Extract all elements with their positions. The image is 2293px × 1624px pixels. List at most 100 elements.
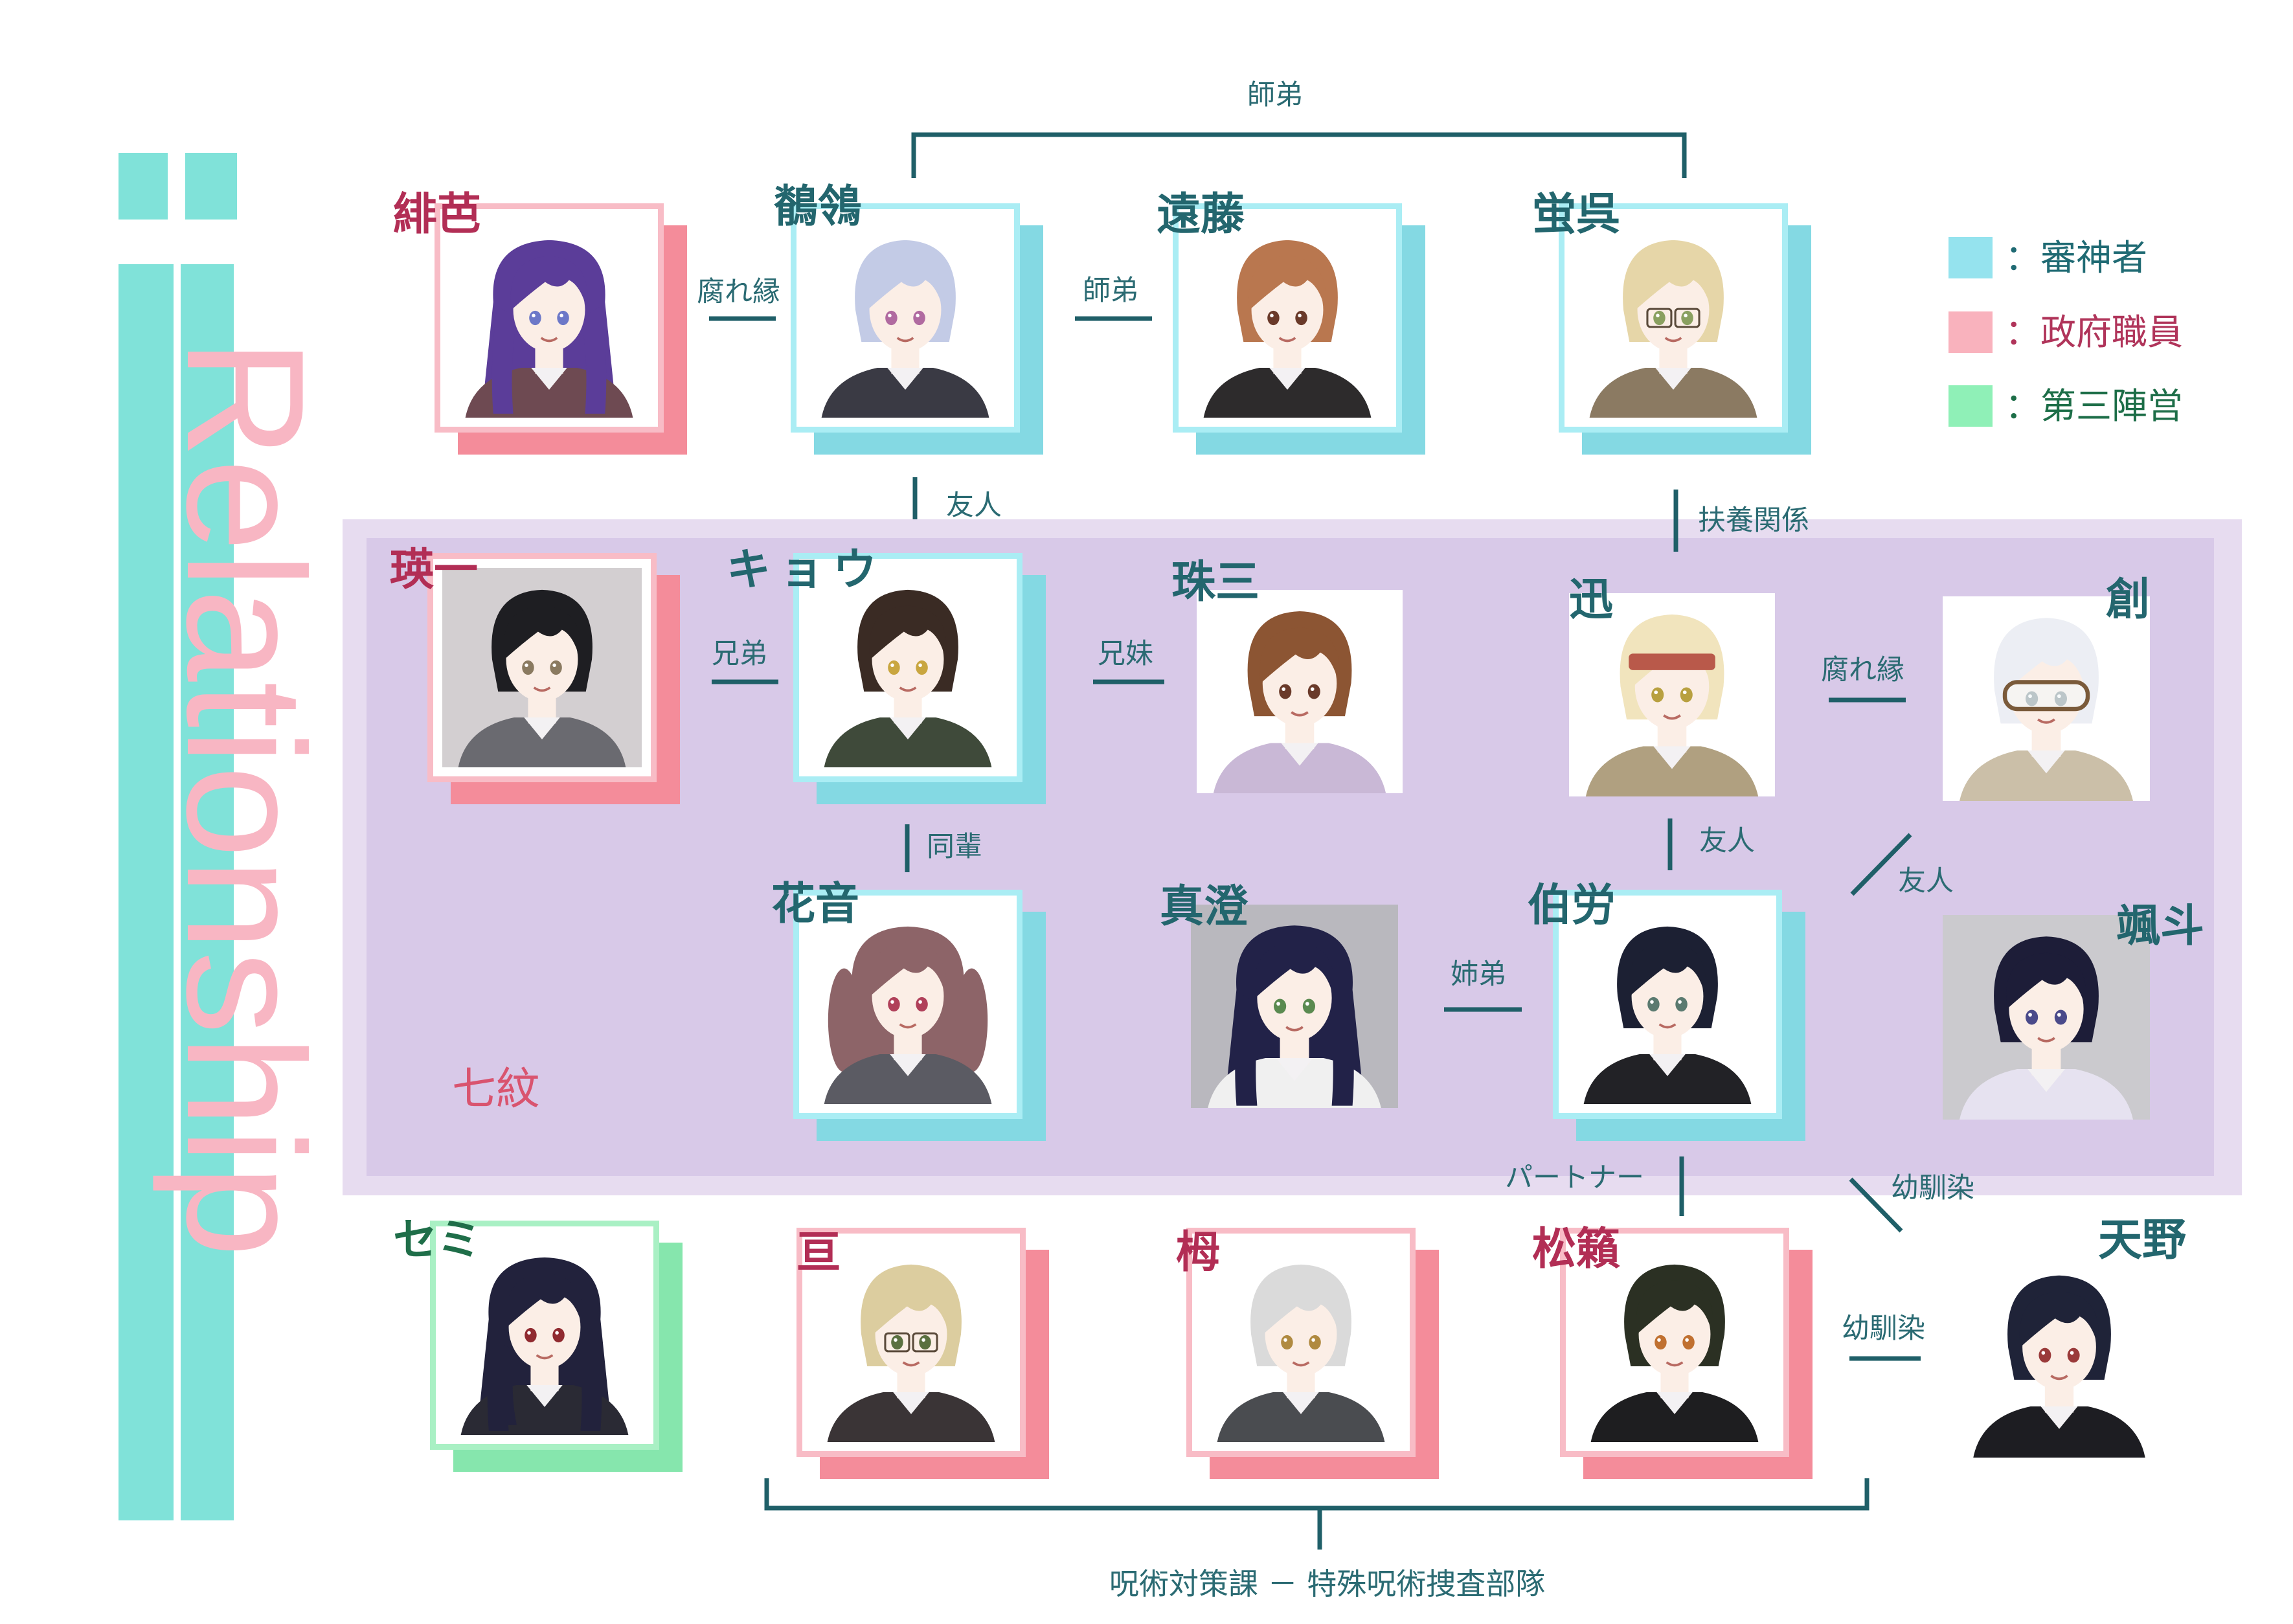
avatar-svg	[808, 568, 1008, 767]
eye-highlight-right	[1682, 690, 1687, 695]
eye-left	[888, 997, 900, 1012]
name-hotarugure: 蛍呉	[1532, 189, 1621, 240]
collar	[1281, 743, 1318, 766]
eye-right	[1295, 310, 1307, 326]
card-frame	[793, 553, 1022, 782]
portrait-sou	[1943, 596, 2150, 801]
twin-tail-left	[828, 968, 861, 1072]
avatar-svg	[808, 905, 1008, 1104]
portrait-amano	[1958, 1253, 2161, 1458]
eye-right	[913, 310, 925, 326]
hair-fringe	[503, 605, 581, 660]
headband	[1629, 653, 1715, 670]
card-eiichi	[427, 553, 680, 804]
name-sekirei: 鶺鴒	[774, 181, 863, 232]
eye-highlight-right	[552, 663, 556, 668]
card-frame	[1559, 203, 1788, 433]
hair-fringe	[2019, 1292, 2099, 1348]
relation-label-sekirei-endo: 師弟	[1083, 275, 1138, 307]
eye-highlight-left	[894, 1338, 898, 1342]
eye-highlight-right	[555, 1331, 559, 1335]
eye-right	[2067, 1348, 2080, 1363]
legend-label-saniwa: ：審神者	[2005, 237, 2148, 278]
name-kyou: キョウ	[727, 545, 887, 596]
eye-highlight-left	[1656, 313, 1660, 318]
eye-left	[1655, 1335, 1667, 1350]
top-bracket-line	[911, 132, 1687, 178]
collar	[1655, 368, 1691, 390]
eye-right	[1682, 1335, 1695, 1350]
card-hiba	[435, 203, 687, 455]
shoulders	[1585, 746, 1759, 796]
avatar-svg	[1569, 593, 1775, 796]
mouth	[1663, 714, 1681, 720]
portrait-shuzo	[1197, 590, 1403, 793]
eye-highlight-left	[1657, 1338, 1661, 1342]
relation-label-jin-sou: 腐れ縁	[1821, 654, 1904, 686]
eye-left	[529, 310, 541, 326]
eye-left	[1274, 998, 1287, 1014]
relation-label-kyou-kanon: 同輩	[927, 831, 982, 863]
line-hayato-amano	[1849, 1177, 1903, 1233]
deco-bar-left	[119, 264, 174, 1520]
shoulders	[827, 1392, 995, 1442]
mouth	[899, 1023, 917, 1029]
collar	[1269, 368, 1305, 390]
shoulders	[458, 717, 626, 767]
legend-swatch-third-party	[1948, 385, 1993, 427]
relation-label-jin-mozu: 友人	[1699, 825, 1755, 857]
goggles	[2002, 680, 2090, 712]
hair-fringe	[510, 256, 588, 310]
portrait-sekirei	[806, 218, 1005, 418]
avatar-svg	[1201, 1243, 1401, 1442]
portrait-endo	[1188, 218, 1387, 418]
eye-highlight-left	[888, 313, 892, 318]
avatar-svg	[1568, 905, 1767, 1104]
avatar-svg	[1191, 905, 1398, 1108]
eye-right	[1681, 310, 1693, 326]
twin-tail-right	[955, 968, 988, 1072]
portrait-box-masumi	[1191, 905, 1398, 1108]
eye-highlight-right	[918, 1000, 922, 1004]
page-title: Relationship	[152, 338, 339, 1257]
shoulders	[1583, 1054, 1752, 1104]
glasses-right	[1674, 308, 1700, 328]
collar	[1276, 1058, 1313, 1081]
hair-fringe	[1636, 1280, 1713, 1335]
card-sekirei	[791, 203, 1043, 455]
mouth	[1664, 337, 1682, 343]
legend-label-third-party: ：第三陣営	[2005, 385, 2184, 427]
shoulders	[1589, 368, 1757, 418]
relation-label-mozu-shourai: パートナー	[1505, 1162, 1644, 1194]
name-tsuga: 栂	[1176, 1227, 1221, 1278]
deco-bar-right	[181, 264, 234, 1520]
name-sou: 創	[2106, 574, 2151, 626]
portrait-eiichi	[442, 568, 642, 767]
portrait-mozu	[1568, 905, 1767, 1104]
glasses-left	[884, 1332, 910, 1353]
eye-left	[1651, 687, 1664, 703]
avatar-svg	[445, 1235, 644, 1435]
mouth	[536, 1354, 554, 1360]
card-kyou	[793, 553, 1046, 804]
mouth	[1291, 711, 1309, 717]
portrait-semi	[445, 1235, 644, 1435]
collar	[1283, 1392, 1319, 1414]
hair-fringe	[869, 942, 947, 997]
card-tsuga	[1186, 1228, 1439, 1479]
avatar-svg	[1574, 218, 1773, 418]
hair-fringe	[1262, 1280, 1340, 1335]
portrait-box-shuzo	[1197, 590, 1403, 793]
mouth	[899, 686, 917, 692]
hair-lock-left	[491, 306, 517, 414]
shoulders	[1590, 1392, 1759, 1442]
mouth	[1292, 1361, 1310, 1367]
collar	[893, 1392, 929, 1414]
eye-right	[916, 997, 928, 1012]
eye-right	[557, 310, 569, 326]
eye-highlight-left	[1654, 690, 1658, 695]
eye-highlight-right	[921, 1338, 925, 1342]
glasses-right	[912, 1332, 938, 1353]
card-frame	[427, 553, 657, 782]
